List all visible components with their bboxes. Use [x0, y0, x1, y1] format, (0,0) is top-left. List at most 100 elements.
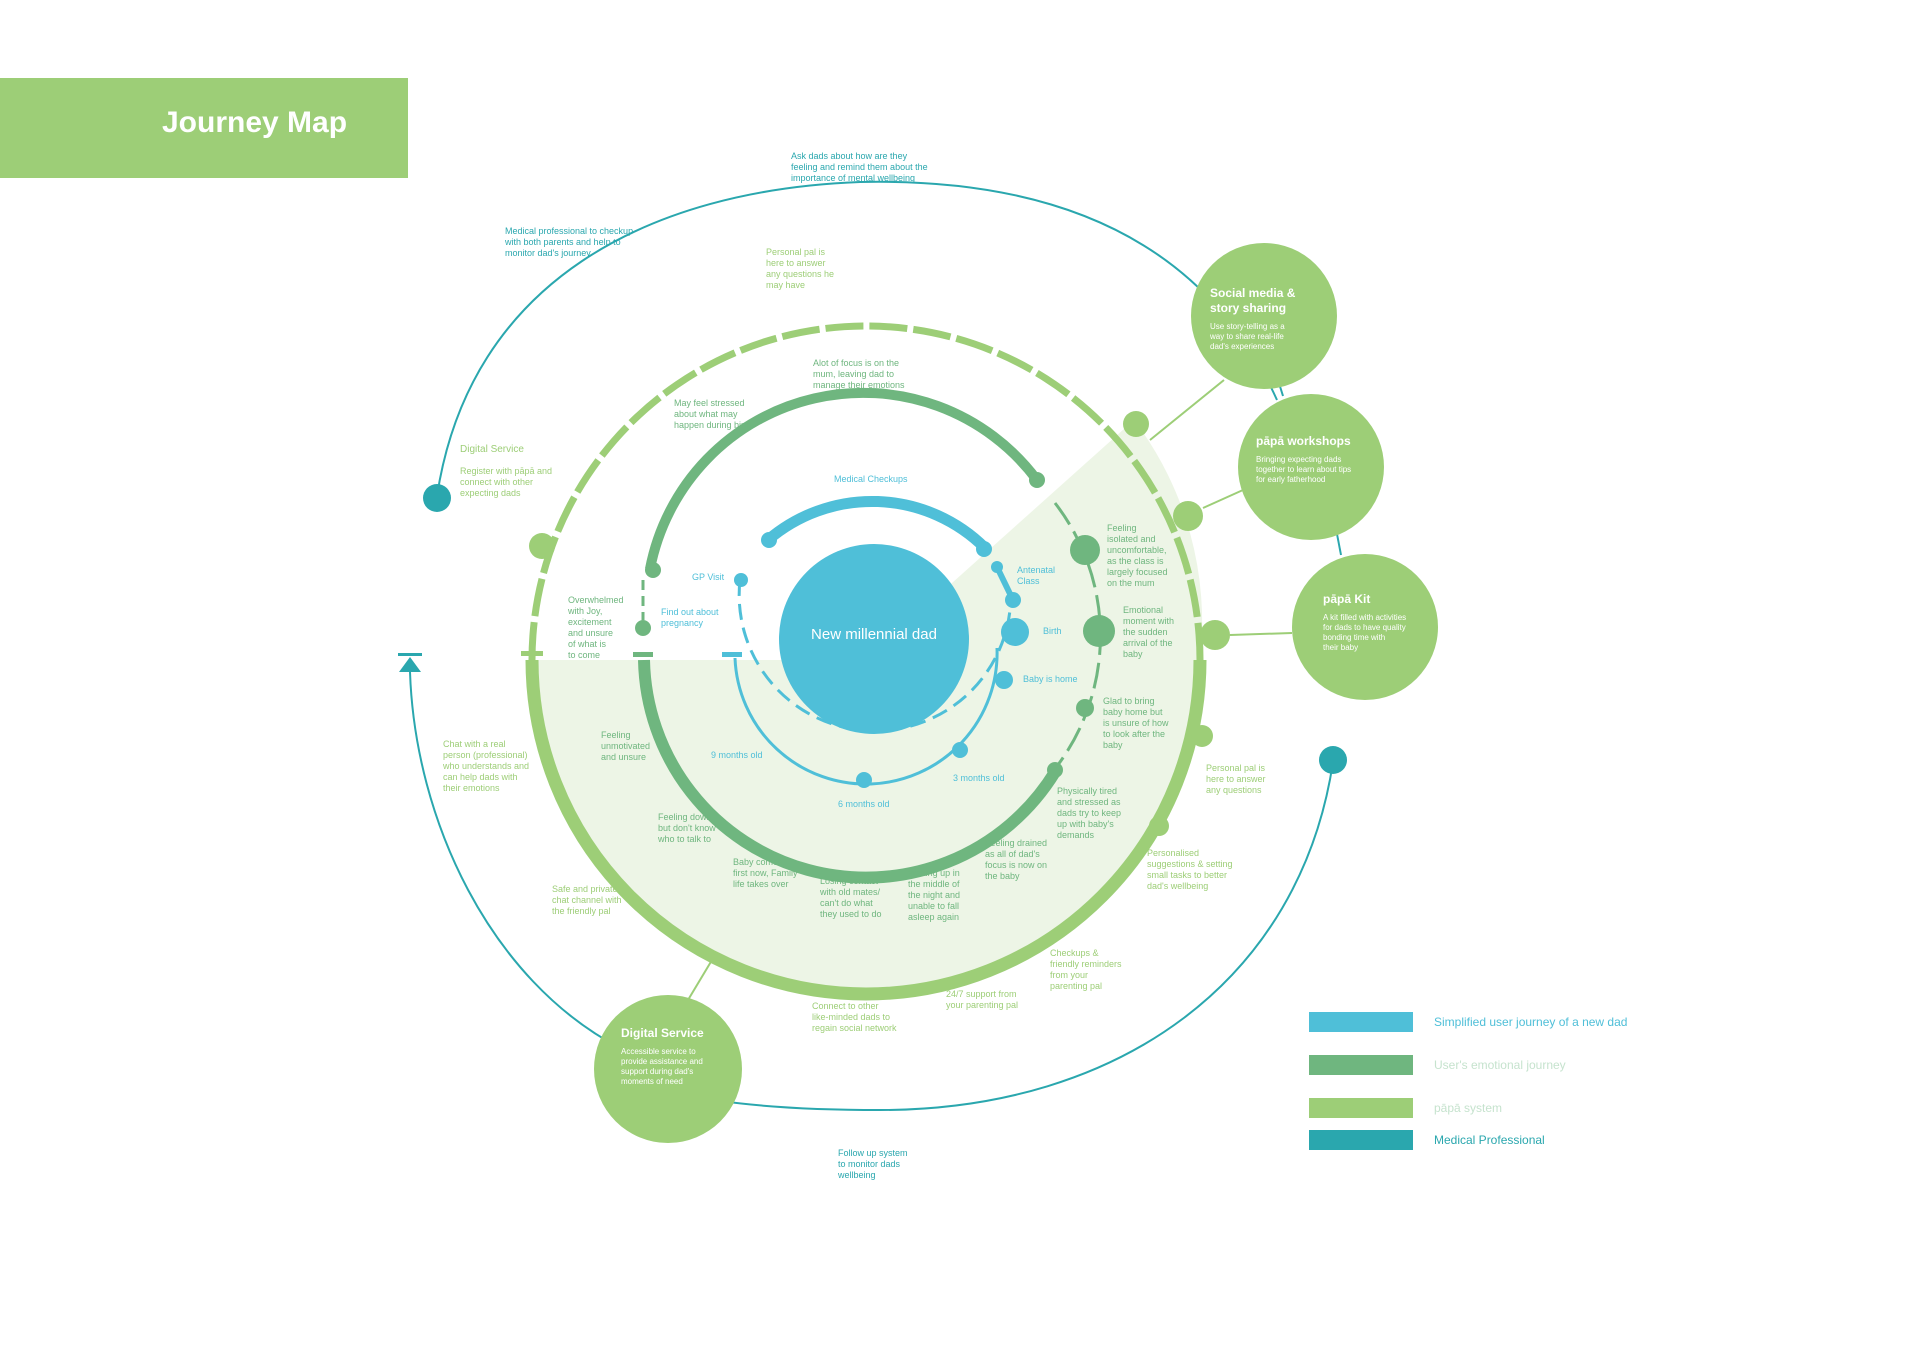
bubble-kit-title: pāpā Kit — [1323, 592, 1371, 606]
bubble-social-title: Social media & story sharing — [1210, 286, 1296, 315]
medical-end-dot — [1319, 746, 1347, 774]
label-support-247: 24/7 support from your parenting pal — [946, 989, 1019, 1010]
papa-dot-personalised — [1149, 816, 1169, 836]
label-physically-tired: Physically tired and stressed as dads tr… — [1057, 786, 1122, 840]
shade-lower-half — [532, 660, 1200, 994]
papa-dot-register — [529, 533, 555, 559]
journey-dot-birth — [1001, 618, 1029, 646]
papa-dot-kit — [1200, 620, 1230, 650]
label-personal-pal-top: Personal pal is here to answer any quest… — [766, 247, 835, 290]
bubble-digital-title: Digital Service — [621, 1026, 704, 1040]
journey-arc-top — [764, 495, 989, 552]
medical-loop-left — [409, 671, 621, 1049]
emotion-dot-tired — [1047, 762, 1063, 778]
journey-arc-dashed — [737, 579, 1012, 733]
label-medical-checkup: Medical professional to checkup with bot… — [505, 226, 634, 258]
page-title: Journey Map — [162, 106, 348, 139]
label-checkups-reminders: Checkups & friendly reminders from your … — [1050, 948, 1122, 991]
emotion-dot-glad — [1076, 699, 1094, 717]
label-feeling-isolated: Feeling isolated and uncomfortable, as t… — [1107, 523, 1168, 588]
label-glad-bring-home: Glad to bring baby home but is unsure of… — [1103, 696, 1169, 750]
medical-start-dot — [423, 484, 451, 512]
emotion-dot-focus-mum — [1029, 472, 1045, 488]
medical-loop-top — [436, 180, 1278, 497]
journey-dot-medical-end — [976, 541, 992, 557]
legend-swatch — [1309, 1098, 1413, 1118]
label-9-months: 9 months old — [711, 750, 763, 760]
title-banner: Journey Map — [0, 78, 408, 178]
label-3-months: 3 months old — [953, 773, 1005, 783]
label-register: Register with pāpā and connect with othe… — [460, 466, 553, 498]
legend-label: Medical Professional — [1434, 1133, 1545, 1147]
label-losing-contact: Losing contact with old mates/ can't do … — [820, 876, 882, 919]
label-gp-visit: GP Visit — [692, 572, 725, 582]
medical-arrow-head — [399, 657, 421, 672]
label-follow-up: Follow up system to monitor dads wellbei… — [838, 1148, 908, 1180]
label-feeling-down: Feeling down but don't know who to talk … — [658, 812, 716, 844]
legend-swatch — [1309, 1130, 1413, 1150]
bubble-kit: pāpā Kit A kit filled with activities fo… — [1323, 592, 1406, 653]
bubble-digital-circle — [594, 995, 742, 1143]
bubble-workshops: pāpā workshops Bringing expecting dads t… — [1256, 434, 1351, 485]
journey-dot-antenatal-b — [1005, 592, 1021, 608]
papa-ring-start-cap — [521, 651, 543, 656]
papa-dot-workshops — [1173, 501, 1203, 531]
emotion-dot-emotional — [1083, 615, 1115, 647]
connector-digital — [687, 954, 716, 1001]
bubble-digital-desc: Accessible service to provide assistance… — [621, 1047, 703, 1086]
connector-kit — [1229, 632, 1293, 636]
bubble-social-desc: Use story-telling as a way to share real… — [1210, 322, 1285, 351]
label-digital-service-heading: Digital Service — [460, 444, 524, 455]
bubble-workshops-title: pāpā workshops — [1256, 434, 1351, 448]
connector-workshops — [1202, 489, 1244, 509]
legend-label: User's emotional journey — [1434, 1058, 1566, 1072]
emotion-arc-upper — [645, 387, 1042, 570]
papa-dot-personal-pal — [1123, 411, 1149, 437]
label-find-out: Find out about pregnancy — [661, 607, 719, 628]
label-baby-comes-first: Baby comes first now, Family life takes … — [733, 857, 798, 889]
label-safe-private: Safe and private chat channel with the f… — [552, 884, 622, 916]
label-birth: Birth — [1043, 626, 1062, 636]
bubble-social-circle — [1191, 243, 1337, 389]
medical-arrow-bar — [398, 653, 422, 656]
journey-dot-medical-start — [761, 532, 777, 548]
label-unmotivated: Feeling unmotivated and unsure — [601, 730, 651, 762]
journey-dot-gp — [734, 573, 748, 587]
bubble-digital: Digital Service Accessible service to pr… — [621, 1026, 704, 1087]
emotion-ring-start-cap — [633, 652, 653, 657]
label-personal-pal-right: Personal pal is here to answer any quest… — [1206, 763, 1266, 795]
label-ask-dads: Ask dads about how are they feeling and … — [791, 151, 928, 183]
label-feeling-drained: Feeling drained as all of dad's focus is… — [985, 838, 1048, 881]
bubble-workshops-desc: Bringing expecting dads together to lear… — [1256, 455, 1352, 484]
journey-dot-antenatal-a — [991, 561, 1003, 573]
connector-social — [1149, 379, 1225, 441]
papa-dot-personal-right — [1191, 725, 1213, 747]
emotion-dot-stressed — [645, 562, 661, 578]
legend-swatch — [1309, 1055, 1413, 1075]
journey-arc-bottom — [733, 647, 999, 786]
center-circle — [779, 544, 969, 734]
journey-ring-start-cap — [722, 652, 742, 657]
legend-label: pāpā system — [1434, 1101, 1503, 1115]
label-focus-on-mum: Alot of focus is on the mum, leaving dad… — [813, 358, 905, 390]
legend-swatch — [1309, 1012, 1413, 1032]
emotion-dot-isolated — [1070, 535, 1100, 565]
bubble-kit-circle — [1292, 554, 1438, 700]
legend-label: Simplified user journey of a new dad — [1434, 1015, 1628, 1029]
label-emotional-moment: Emotional moment with the sudden arrival… — [1123, 605, 1175, 659]
journey-dot-6-months — [856, 772, 872, 788]
emotion-arc-lower — [638, 659, 1061, 884]
bubble-kit-desc: A kit filled with activities for dads to… — [1323, 613, 1407, 652]
label-antenatal-class: Antenatal Class — [1017, 565, 1056, 586]
label-6-months: 6 months old — [838, 799, 890, 809]
bubble-social: Social media & story sharing Use story-t… — [1210, 286, 1295, 352]
label-stressed: May feel stressed about what may happen … — [674, 398, 752, 430]
journey-dot-baby-home — [995, 671, 1013, 689]
label-connect-other: Connect to other like-minded dads to reg… — [812, 1001, 897, 1033]
label-chat-real-person: Chat with a real person (professional) w… — [443, 739, 530, 793]
journey-dot-3-months — [952, 742, 968, 758]
papa-ring-upper — [528, 322, 1204, 661]
connector-workshops-kit — [1336, 533, 1342, 556]
label-medical-checkups: Medical Checkups — [834, 474, 908, 484]
label-personalised: Personalised suggestions & setting small… — [1147, 848, 1233, 891]
